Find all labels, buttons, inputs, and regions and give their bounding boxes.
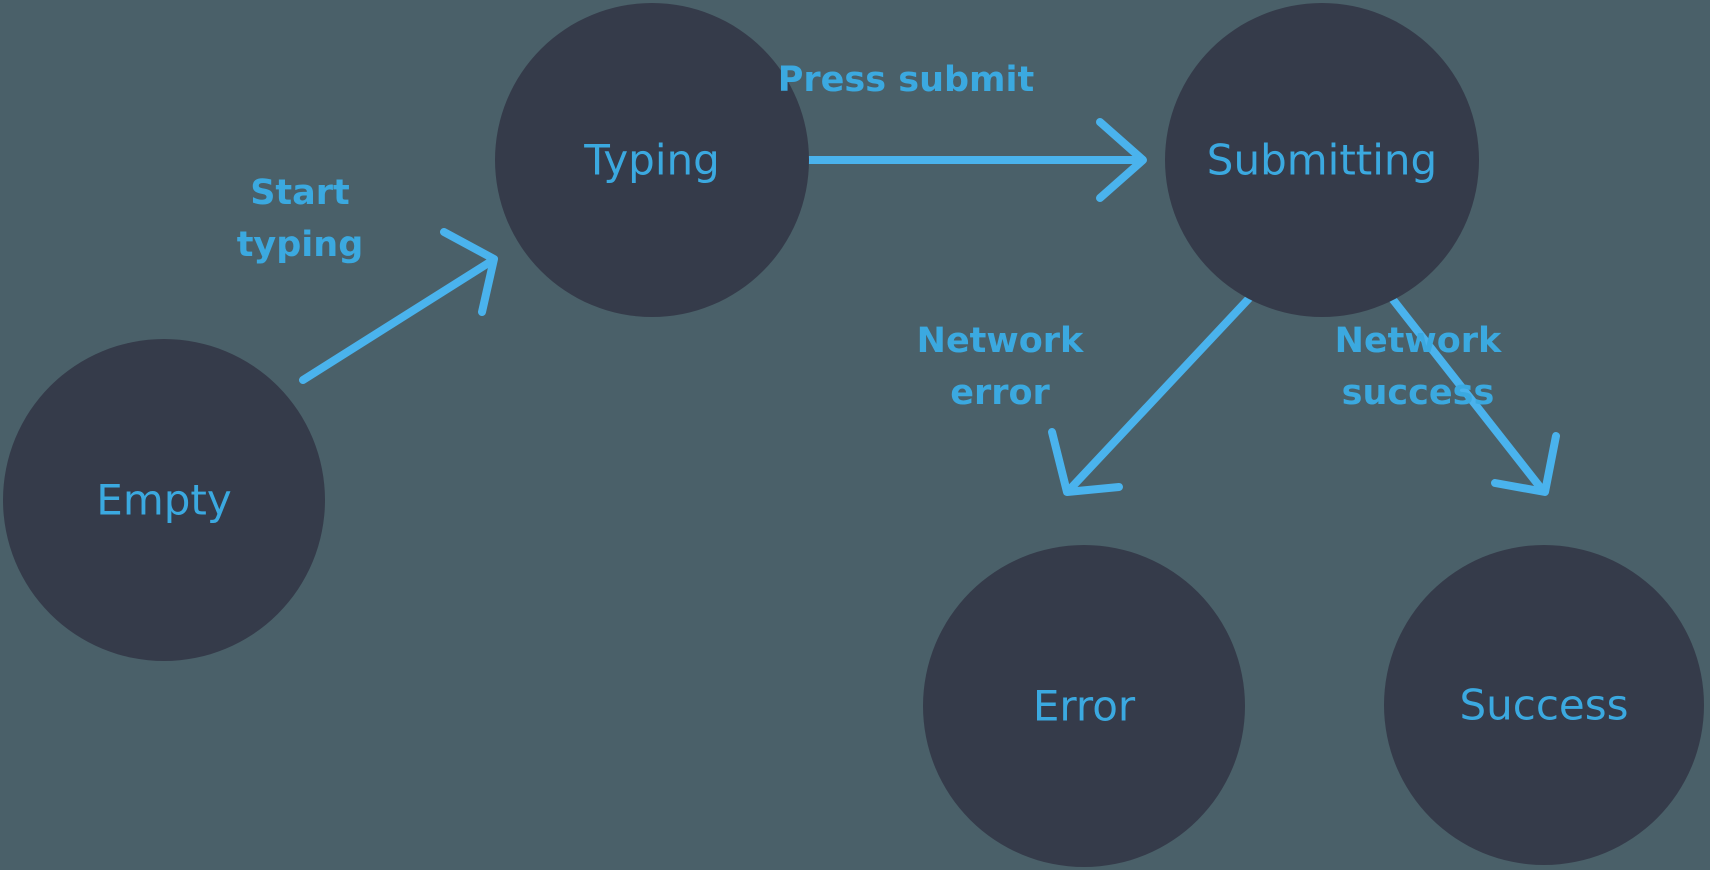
edge-network-error[interactable] xyxy=(1048,288,1259,496)
edge-label-line: Press submit xyxy=(778,60,1035,100)
arrowhead-icon-start-typing xyxy=(440,228,498,316)
state-label-error: Error xyxy=(1033,682,1136,731)
state-node-success[interactable]: Success xyxy=(1384,545,1704,865)
edge-label-press-submit: Press submit xyxy=(778,60,1035,100)
edge-line-network-error xyxy=(1068,288,1259,491)
edge-label-line: Network xyxy=(917,321,1084,361)
edge-label-network-error: Network error xyxy=(917,321,1084,413)
edge-layer xyxy=(299,118,1560,496)
state-label-success: Success xyxy=(1459,681,1628,730)
edge-label-network-success: Network success xyxy=(1335,321,1502,413)
edge-label-line: typing xyxy=(237,225,364,265)
arrowhead-icon-network-error xyxy=(1048,428,1123,496)
edge-label-line: error xyxy=(950,373,1050,413)
state-label-typing: Typing xyxy=(583,136,720,185)
state-node-typing[interactable]: Typing xyxy=(495,3,809,317)
state-node-submitting[interactable]: Submitting xyxy=(1165,3,1479,317)
edge-line-start-typing xyxy=(299,258,494,384)
edge-line-network-success xyxy=(1383,288,1544,491)
edge-label-line: Network xyxy=(1335,321,1502,361)
state-node-empty[interactable]: Empty xyxy=(3,339,325,661)
state-circle-empty xyxy=(3,339,325,661)
arrowhead-icon-press-submit xyxy=(1096,118,1147,202)
edge-press-submit[interactable] xyxy=(761,118,1147,202)
edge-label-line: success xyxy=(1342,373,1495,413)
state-circle-submitting xyxy=(1165,3,1479,317)
edge-start-typing[interactable] xyxy=(299,228,498,384)
state-circle-error xyxy=(923,545,1245,867)
state-circle-success xyxy=(1384,545,1704,865)
edge-label-start-typing: Start typing xyxy=(237,173,364,265)
state-label-empty: Empty xyxy=(96,476,231,525)
state-label-submitting: Submitting xyxy=(1207,136,1437,185)
edge-label-line: Start xyxy=(250,173,350,213)
arrowhead-icon-network-success xyxy=(1491,432,1560,496)
state-node-error[interactable]: Error xyxy=(923,545,1245,867)
state-circle-typing xyxy=(495,3,809,317)
edge-network-success[interactable] xyxy=(1383,288,1560,496)
